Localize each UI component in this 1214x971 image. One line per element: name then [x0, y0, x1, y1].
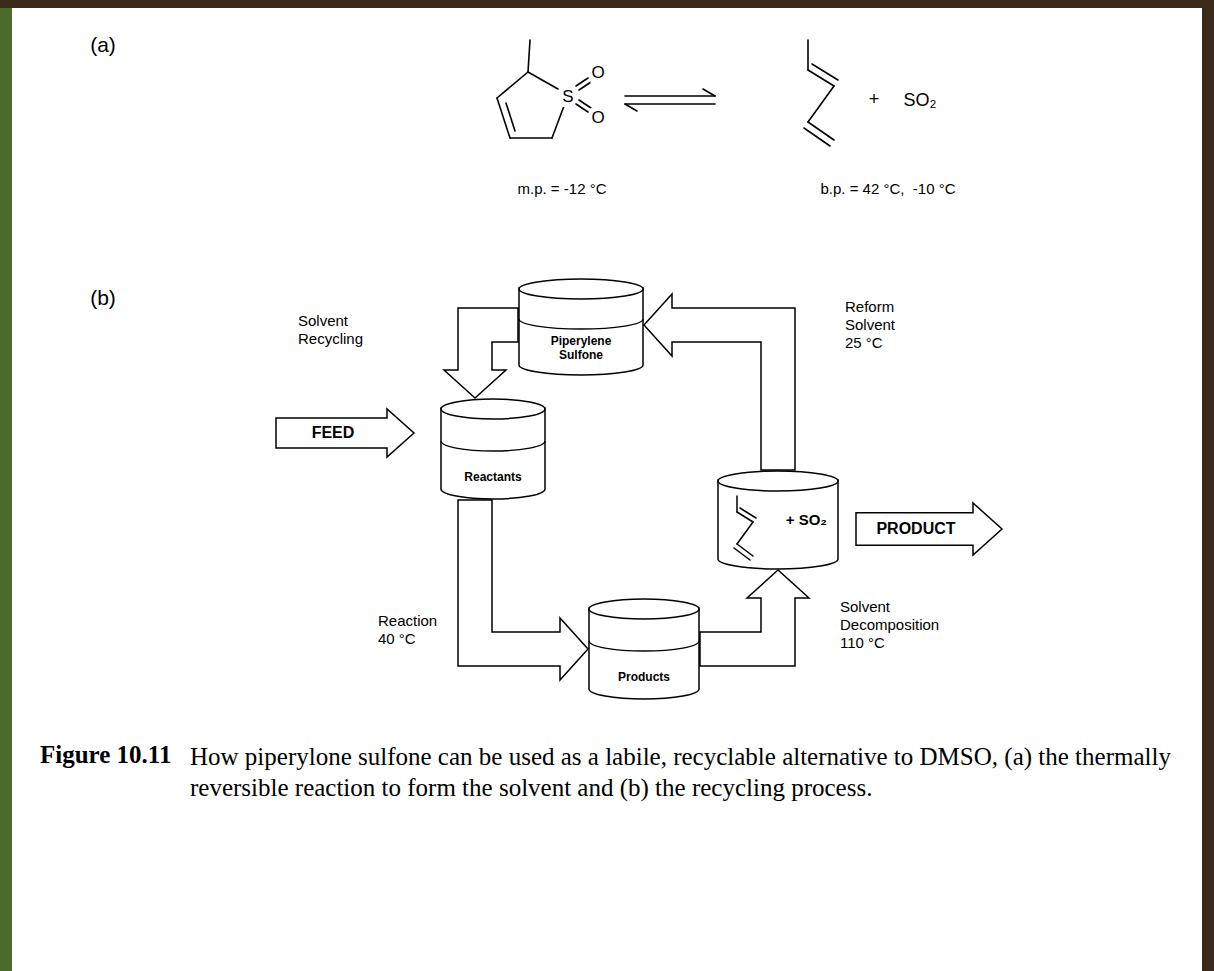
node-text-group: + SO₂ [786, 513, 827, 527]
liquid-level [589, 641, 699, 651]
step-label: Solvent Decomposition 110 °C [840, 598, 958, 652]
panel-label: (b) [89, 286, 117, 310]
atom-label: S [561, 87, 574, 107]
node-text-group: Piperylene Sulfone [530, 334, 632, 362]
node-text-group: FEED [312, 424, 355, 442]
bond [740, 508, 756, 518]
plus-sign: + [868, 89, 881, 110]
tank-top [589, 599, 699, 619]
node-label: FEED [312, 424, 355, 442]
tank-top [519, 279, 643, 299]
atom-label: O [590, 108, 605, 128]
melting-point: m.p. = -12 °C [517, 180, 608, 197]
node-label: PRODUCT [876, 520, 955, 538]
product-arrow: PRODUCT [855, 502, 1003, 556]
step-label: Solvent Recycling [298, 312, 393, 348]
block-arrow-outline [856, 503, 1002, 555]
node-text-group: Products [618, 670, 670, 684]
formula: SO₂ [903, 90, 938, 111]
node-label: Piperylene Sulfone [530, 334, 632, 362]
block-connector [444, 308, 518, 398]
tank-body [589, 608, 699, 699]
bond [734, 548, 750, 560]
frame-left [0, 0, 12, 971]
bond [737, 512, 753, 522]
node-label: + SO₂ [786, 513, 827, 527]
bond [736, 496, 738, 512]
step-label: Reform Solvent 25 °C [845, 298, 915, 352]
boiling-point: b.p. = 42 °C, -10 °C [820, 180, 957, 197]
node-text-group: Reactants [464, 470, 521, 484]
bond [737, 522, 753, 544]
block-connector [644, 294, 795, 470]
frame-right [1202, 0, 1214, 971]
block-connector [700, 570, 809, 666]
tank-shape [440, 398, 546, 500]
solvent-tank: Piperylene Sulfone [518, 278, 644, 376]
node-label: Products [618, 670, 670, 684]
atom-label: O [590, 63, 605, 83]
tank-top [441, 399, 545, 419]
frame-top [0, 0, 1214, 8]
step-label: Reaction 40 °C [378, 612, 450, 648]
node-text-group: PRODUCT [876, 520, 955, 538]
tank-shape [588, 598, 700, 700]
tank-body [718, 480, 838, 569]
decomposition-tank: + SO₂ [717, 470, 839, 570]
product-tank: Products [588, 598, 700, 700]
liquid-level [441, 441, 545, 451]
liquid-level [519, 319, 643, 329]
tank-body [519, 288, 643, 375]
bond [737, 544, 753, 556]
block-connector [458, 500, 588, 680]
diene-structure [734, 496, 756, 560]
panel-label: (a) [89, 33, 117, 57]
tank-body [441, 408, 545, 499]
figure-number: Figure 10.11 [40, 741, 171, 769]
block-arrow-outline [276, 409, 414, 457]
figure-caption: How piperylone sulfone can be used as a … [190, 741, 1180, 803]
tank-top [718, 471, 838, 491]
feed-arrow: FEED [275, 408, 415, 458]
reactor-tank: Reactants [440, 398, 546, 500]
node-label: Reactants [464, 470, 521, 484]
